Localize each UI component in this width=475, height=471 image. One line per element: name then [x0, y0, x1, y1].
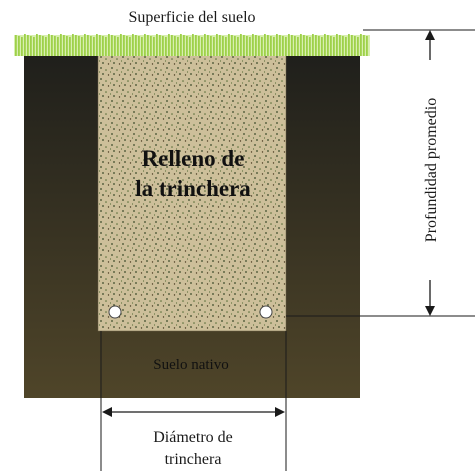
trench-diameter-label-line2: trinchera [165, 451, 222, 468]
depth-arrowhead-bottom-icon [425, 306, 435, 316]
trench-backfill [97, 51, 287, 332]
pipe-right-icon [259, 305, 273, 319]
depth-arrowhead-top-icon [425, 30, 435, 40]
native-soil-label: Suelo nativo [153, 357, 228, 373]
diameter-arrowhead-left-icon [102, 407, 112, 417]
average-depth-label: Profundidad promedio [423, 98, 440, 242]
backfill-label-line2: la trinchera [135, 176, 251, 201]
grass-surface [14, 34, 370, 56]
trench-diameter-label-line1: Diámetro de [153, 429, 233, 446]
surface-label: Superficie del suelo [128, 9, 255, 26]
diameter-arrowhead-right-icon [275, 407, 285, 417]
pipe-left-icon [108, 305, 122, 319]
backfill-label-line1: Relleno de [142, 146, 245, 171]
